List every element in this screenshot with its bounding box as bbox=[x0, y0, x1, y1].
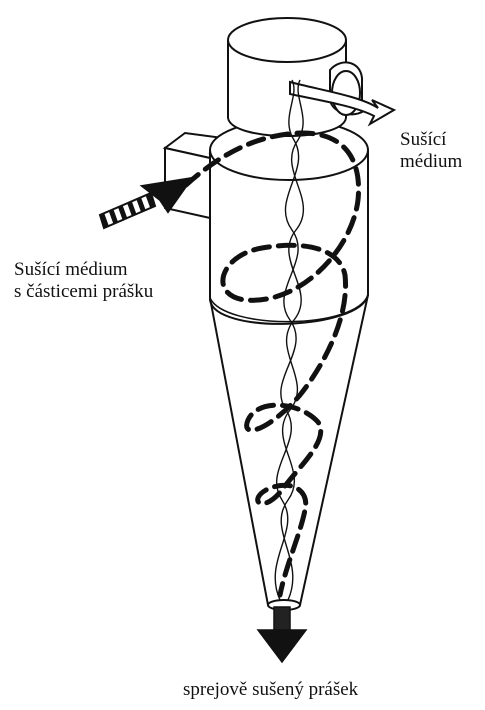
product-label: sprejově sušený prášek bbox=[183, 679, 358, 701]
product-arrow-icon bbox=[258, 607, 306, 662]
outlet-label: Sušící médium bbox=[400, 129, 462, 173]
inlet-label-line1: Sušící médium bbox=[14, 259, 153, 281]
inlet-label: Sušící médium s částicemi prášku bbox=[14, 259, 153, 303]
outlet-label-line2: médium bbox=[400, 151, 462, 173]
vortex-finder bbox=[228, 18, 346, 136]
outlet-label-line1: Sušící bbox=[400, 129, 462, 151]
inlet-label-line2: s částicemi prášku bbox=[14, 281, 153, 303]
